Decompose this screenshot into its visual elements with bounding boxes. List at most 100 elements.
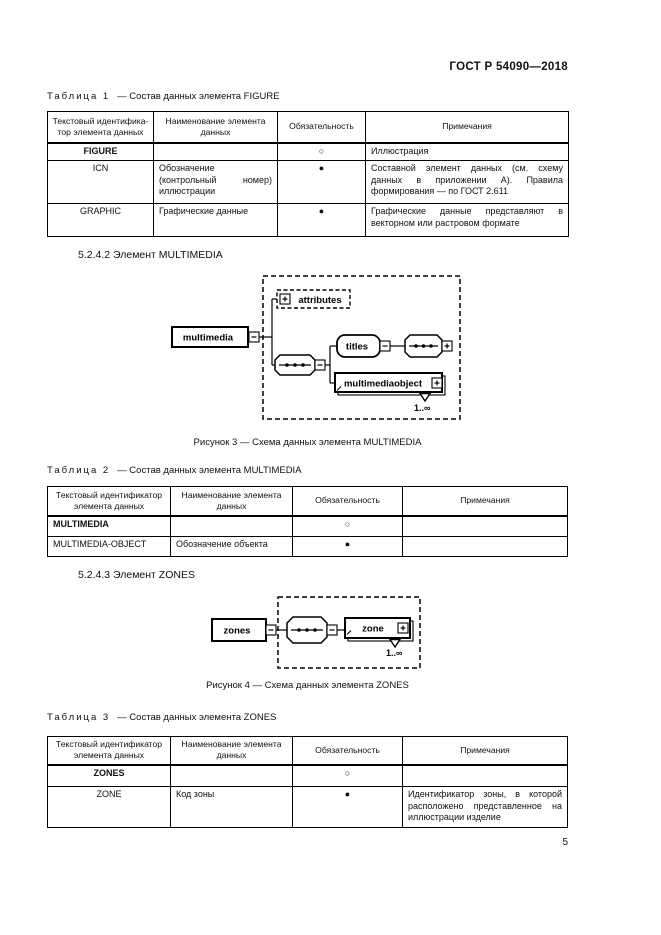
mandatory-optional-mark: ○ (292, 764, 403, 787)
table-row: ICN Обозначение (контрольный номер) иллю… (47, 160, 569, 204)
cell-note: Графические данные представляют в вектор… (365, 203, 569, 237)
attributes-label: attributes (298, 295, 341, 306)
zone-element-box: zone 1..∞ (344, 617, 414, 658)
mandatory-required-mark: ● (292, 536, 403, 557)
cell-name (153, 142, 278, 161)
expand-icon (279, 293, 291, 305)
table2-title: Таблица 2 — Состав данных элемента MULTIM… (47, 465, 302, 476)
collapse-icon (314, 359, 326, 371)
col-header-notes: Примечания (402, 486, 568, 517)
sequence-icon (404, 334, 453, 358)
cell-name (170, 764, 293, 787)
col-header-name: Наименование элемента данных (170, 486, 293, 517)
mandatory-required-mark: ● (277, 203, 366, 237)
cell-name (170, 515, 293, 537)
zones-element-box: zones (211, 618, 277, 642)
table-row: ZONES ○ (47, 764, 568, 787)
table-row: MULTIMEDIA-OBJECT Обозначение объекта ● (47, 536, 568, 557)
cell-identifier: ICN (47, 160, 154, 204)
collapse-icon (248, 331, 260, 343)
table-header-row: Текстовый идентификатор элемента данных … (47, 486, 568, 517)
col-header-identifier: Текстовый идентификатор элемента данных (47, 736, 171, 766)
col-header-notes: Примечания (402, 736, 568, 766)
cell-identifier: GRAPHIC (47, 203, 154, 237)
zones-schema-diagram: zones zone 1.. (211, 596, 421, 669)
cell-identifier: FIGURE (47, 142, 154, 161)
cell-note (402, 515, 568, 537)
cardinality-label: 1..∞ (414, 403, 431, 413)
cardinality-label: 1..∞ (386, 648, 403, 658)
mandatory-optional-mark: ○ (277, 142, 366, 161)
table1-title-text: — Состав данных элемента FIGURE (117, 91, 280, 102)
col-header-identifier: Текстовый идентификатор элемента данных (47, 486, 171, 517)
col-header-mandatory: Обязательность (292, 736, 403, 766)
table3-title-text: — Состав данных элемента ZONES (117, 712, 277, 723)
col-header-mandatory: Обязательность (277, 111, 366, 144)
cell-note (402, 764, 568, 787)
col-header-mandatory: Обязательность (292, 486, 403, 517)
cell-note: Иллюстрация (365, 142, 569, 161)
section-heading-multimedia: 5.2.4.2 Элемент MULTIMEDIA (78, 249, 223, 261)
sequence-icon (286, 616, 338, 644)
cell-note: Идентификатор зоны, в которой расположен… (402, 786, 568, 828)
cell-identifier: MULTIMEDIA-OBJECT (47, 536, 171, 557)
section-heading-zones: 5.2.4.3 Элемент ZONES (78, 569, 195, 581)
collapse-icon (379, 340, 391, 352)
mandatory-optional-mark: ○ (292, 515, 403, 537)
col-header-name: Наименование элемента данных (170, 736, 293, 766)
expand-icon (431, 377, 443, 389)
table-header-row: Текстовый идентифика- тор элемента данны… (47, 111, 569, 144)
multimedia-element-label: multimedia (183, 333, 234, 344)
cell-name: Код зоны (170, 786, 293, 828)
cell-identifier: ZONES (47, 764, 171, 787)
occurrence-marker-icon (388, 638, 402, 649)
table-row: FIGURE ○ Иллюстрация (47, 142, 569, 161)
expand-icon (441, 340, 453, 352)
cell-note (402, 536, 568, 557)
mandatory-required-mark: ● (292, 786, 403, 828)
table-row: GRAPHIC Графические данные ● Графические… (47, 203, 569, 237)
table-multimedia: Текстовый идентификатор элемента данных … (47, 486, 568, 557)
figure3-caption: Рисунок 3 — Схема данных элемента MULTIM… (193, 437, 422, 448)
table-zones: Текстовый идентификатор элемента данных … (47, 736, 568, 828)
table2-title-text: — Состав данных элемента MULTIMEDIA (117, 465, 302, 476)
multimediaobject-element-box: multimediaobject 1..∞ (334, 372, 446, 413)
mandatory-required-mark: ● (277, 160, 366, 204)
titles-element-label: titles (346, 342, 368, 353)
table-header-row: Текстовый идентификатор элемента данных … (47, 736, 568, 766)
cell-name: Обозначение (контрольный номер) иллюстра… (153, 160, 278, 204)
table-figure: Текстовый идентифика- тор элемента данны… (47, 111, 569, 237)
corner-mark (336, 386, 342, 391)
connector-lines (259, 298, 405, 384)
page-number: 5 (562, 837, 568, 848)
multimedia-schema-diagram: multimedia attributes (171, 275, 461, 420)
collapse-icon (265, 624, 277, 636)
col-header-notes: Примечания (365, 111, 569, 144)
col-header-identifier: Текстовый идентифика- тор элемента данны… (47, 111, 154, 144)
col-header-name: Наименование элемента данных (153, 111, 278, 144)
expand-icon (397, 622, 409, 634)
sequence-icon (274, 354, 326, 376)
cell-name: Графические данные (153, 203, 278, 237)
table3-title-label: Таблица 3 (47, 712, 111, 723)
content-model-frame (277, 596, 421, 669)
table3-title: Таблица 3 — Состав данных элемента ZONES (47, 712, 276, 723)
titles-element-box: titles (336, 334, 391, 358)
attributes-box: attributes (276, 289, 351, 309)
table1-title-label: Таблица 1 (47, 91, 111, 102)
corner-mark (346, 630, 352, 635)
collapse-icon (326, 624, 338, 636)
figure4-caption: Рисунок 4 — Схема данных элемента ZONES (206, 680, 409, 691)
cell-note: Составной элемент данных (см. схему данн… (365, 160, 569, 204)
table-row: ZONE Код зоны ● Идентификатор зоны, в ко… (47, 786, 568, 828)
table1-title: Таблица 1 — Состав данных элемента FIGURE (47, 91, 280, 102)
cell-identifier: MULTIMEDIA (47, 515, 171, 537)
table-row: MULTIMEDIA ○ (47, 515, 568, 537)
standard-code-header: ГОСТ Р 54090—2018 (449, 61, 568, 73)
multimedia-element-box: multimedia (171, 326, 260, 348)
content-model-frame (262, 275, 461, 420)
cell-identifier: ZONE (47, 786, 171, 828)
table2-title-label: Таблица 2 (47, 465, 111, 476)
zone-element-label: zone (362, 624, 384, 635)
